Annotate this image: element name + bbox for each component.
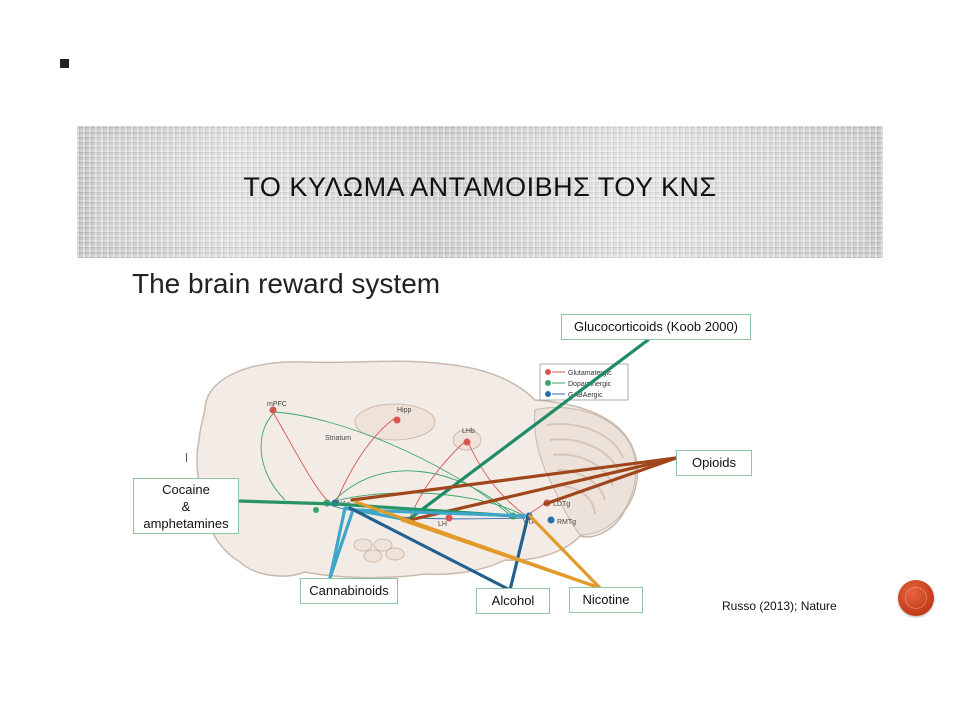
olfactory-oval: [373, 538, 393, 552]
label-mpfc: mPFC: [267, 401, 287, 408]
label-rmtg: RMTg: [557, 519, 576, 526]
olfactory-oval: [353, 538, 373, 552]
label-ldtg: LDTg: [553, 501, 570, 508]
callout-cocaine-amphetamines: Cocaine & amphetamines: [133, 478, 239, 534]
small-node: [313, 507, 319, 513]
slide-subtitle: The brain reward system: [132, 268, 441, 299]
slide-title: ΤΟ ΚΥΛΩΜΑ ΑΝΤΑΜΟΙΒΗΣ ΤΟΥ ΚΝΣ: [243, 172, 717, 202]
callout-nicotine: Nicotine: [569, 587, 643, 613]
glucocorticoids-line: [406, 338, 650, 522]
olfactory-oval: [385, 547, 405, 561]
opioids-line-1: [350, 456, 678, 502]
label-vta: VTA: [523, 519, 536, 526]
cocaine-label: Cocaine: [162, 482, 210, 497]
callout-cannabinoids: Cannabinoids: [300, 578, 398, 604]
label-striatum: Striatum: [325, 435, 351, 442]
cannabinoids-line-1: [328, 506, 410, 580]
callout-opioids: Opioids: [676, 450, 752, 476]
margin-tick: [186, 453, 187, 462]
legend-gabaergic: GABAergic: [568, 392, 603, 399]
nicotine-line-2: [528, 514, 602, 590]
rmtg-node: [547, 516, 555, 524]
olfactory-oval: [363, 549, 383, 563]
mpfc-node: [269, 406, 277, 414]
label-lhb: LHb: [462, 428, 475, 435]
nicotine-line-3: [354, 500, 602, 590]
label-lh: LH: [438, 521, 447, 528]
hipp-node: [393, 416, 401, 424]
title-banner: [77, 126, 883, 258]
citation: Russo (2013); Nature: [722, 599, 837, 613]
opioids-line-2: [408, 456, 678, 522]
opioids-line-3: [543, 456, 678, 506]
callout-glucocorticoids: Glucocorticoids (Koob 2000): [561, 314, 751, 340]
slide-bullet-marker: [60, 59, 69, 68]
alcohol-line-2: [508, 514, 530, 592]
lh-node-b: [445, 514, 453, 522]
amphetamines-label: amphetamines: [143, 516, 229, 531]
ampersand-label: &: [181, 499, 191, 514]
alcohol-line-1: [348, 506, 512, 592]
cannabinoids-line-2: [328, 508, 530, 580]
next-slide-button[interactable]: [898, 580, 934, 616]
lhb-node: [463, 438, 471, 446]
legend-glutamatergic: Glutamatergic: [568, 370, 612, 377]
label-hipp: Hipp: [397, 407, 412, 414]
callout-alcohol: Alcohol: [476, 588, 550, 614]
